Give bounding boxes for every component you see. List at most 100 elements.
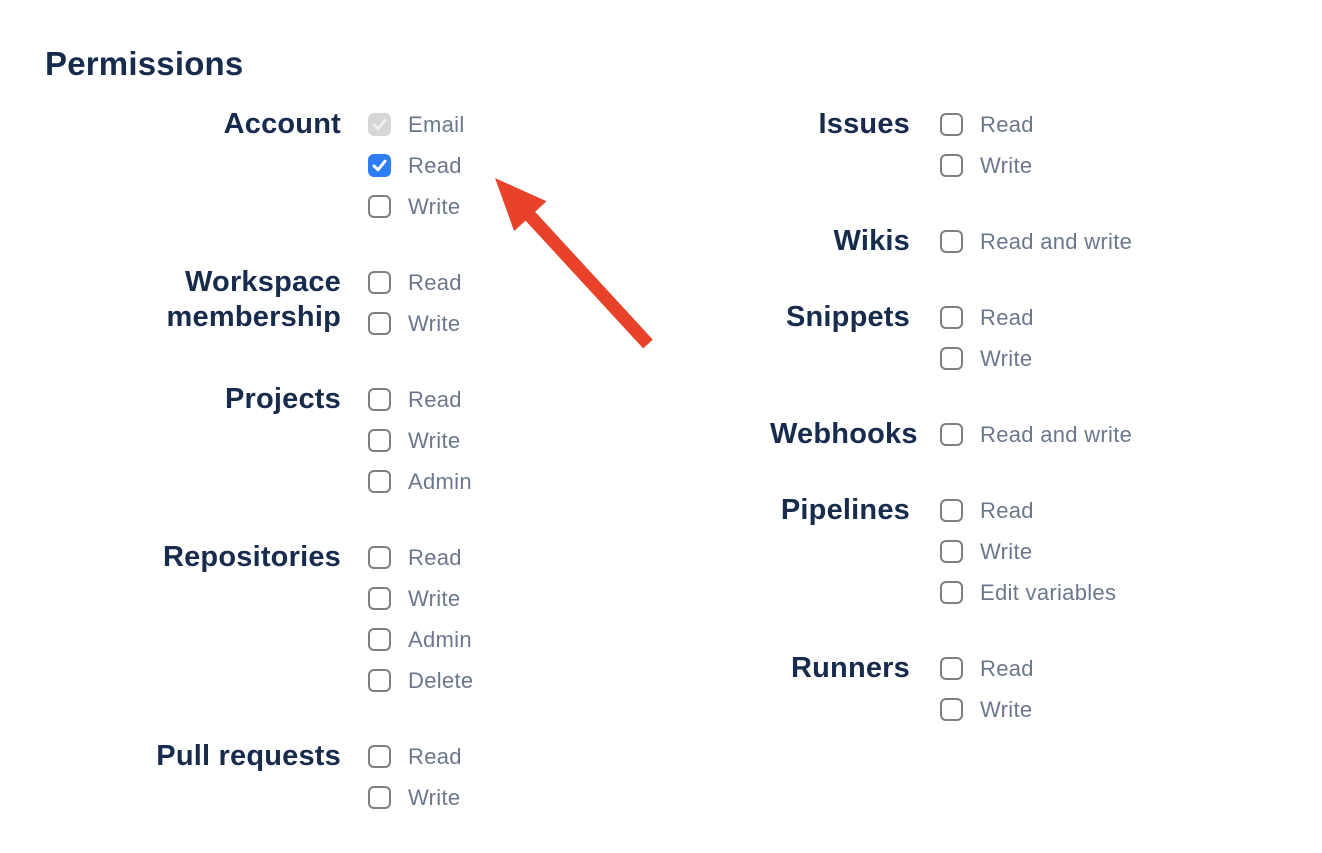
option-row-pipelines-read[interactable]: Read	[940, 490, 1116, 531]
group-label-repositories: Repositories	[162, 541, 341, 573]
checkbox-projects-admin[interactable]	[368, 470, 391, 493]
checkbox-repositories-read[interactable]	[368, 546, 391, 569]
option-row-pipelines-write[interactable]: Write	[940, 531, 1116, 572]
group-label-wikis: Wikis	[833, 225, 910, 257]
checkbox-account-read[interactable]	[368, 154, 391, 177]
option-row-account-write[interactable]: Write	[368, 186, 465, 227]
checkbox-pipelines-read[interactable]	[940, 499, 963, 522]
checkbox-label-runners-write[interactable]: Write	[980, 696, 1033, 722]
group-options-wikis: Read and write	[940, 221, 1132, 262]
checkbox-label-account-read[interactable]: Read	[408, 152, 462, 178]
checkbox-label-snippets-read[interactable]: Read	[980, 304, 1034, 330]
group-label-snippets: Snippets	[785, 301, 910, 333]
option-row-issues-write[interactable]: Write	[940, 145, 1034, 186]
checkbox-label-account-write[interactable]: Write	[408, 193, 461, 219]
checkbox-runners-write[interactable]	[940, 698, 963, 721]
checkbox-label-workspace-membership-read[interactable]: Read	[408, 269, 462, 295]
checkbox-label-issues-write[interactable]: Write	[980, 152, 1033, 178]
checkbox-issues-write[interactable]	[940, 154, 963, 177]
checkbox-label-repositories-admin[interactable]: Admin	[408, 626, 472, 652]
checkbox-label-snippets-write[interactable]: Write	[980, 345, 1033, 371]
checkbox-issues-read[interactable]	[940, 113, 963, 136]
checkbox-snippets-write[interactable]	[940, 347, 963, 370]
option-row-account-read[interactable]: Read	[368, 145, 465, 186]
checkbox-label-runners-read[interactable]: Read	[980, 655, 1034, 681]
checkbox-repositories-admin[interactable]	[368, 628, 391, 651]
checkbox-label-repositories-write[interactable]: Write	[408, 585, 461, 611]
checkbox-projects-read[interactable]	[368, 388, 391, 411]
option-row-projects-read[interactable]: Read	[368, 379, 472, 420]
checkbox-label-projects-read[interactable]: Read	[408, 386, 462, 412]
option-row-projects-admin[interactable]: Admin	[368, 461, 472, 502]
checkbox-label-repositories-read[interactable]: Read	[408, 544, 462, 570]
option-row-account-email: Email	[368, 104, 465, 145]
option-row-wikis-read-and-write[interactable]: Read and write	[940, 221, 1132, 262]
checkbox-label-workspace-membership-write[interactable]: Write	[408, 310, 461, 336]
checkbox-label-pipelines-edit-variables[interactable]: Edit variables	[980, 579, 1117, 605]
checkbox-wikis-read-and-write[interactable]	[940, 230, 963, 253]
checkbox-label-account-email: Email	[408, 111, 465, 137]
option-row-repositories-read[interactable]: Read	[368, 537, 473, 578]
checkbox-repositories-write[interactable]	[368, 587, 391, 610]
checkbox-workspace-membership-read[interactable]	[368, 271, 391, 294]
option-row-repositories-write[interactable]: Write	[368, 578, 473, 619]
checkbox-label-pipelines-read[interactable]: Read	[980, 497, 1034, 523]
option-row-webhooks-read-and-write[interactable]: Read and write	[940, 414, 1132, 455]
checkbox-label-pipelines-write[interactable]: Write	[980, 538, 1033, 564]
group-label-workspace-membership: Workspace membership	[166, 266, 341, 333]
option-row-snippets-read[interactable]: Read	[940, 297, 1034, 338]
checkbox-repositories-delete[interactable]	[368, 669, 391, 692]
checkbox-label-projects-admin[interactable]: Admin	[408, 468, 472, 494]
checkbox-pull-requests-write[interactable]	[368, 786, 391, 809]
checkbox-label-repositories-delete[interactable]: Delete	[408, 667, 474, 693]
option-row-workspace-membership-read[interactable]: Read	[368, 262, 462, 303]
checkbox-pipelines-edit-variables[interactable]	[940, 581, 963, 604]
group-label-issues: Issues	[818, 108, 910, 140]
checkbox-snippets-read[interactable]	[940, 306, 963, 329]
checkbox-projects-write[interactable]	[368, 429, 391, 452]
option-row-snippets-write[interactable]: Write	[940, 338, 1034, 379]
checkbox-pipelines-write[interactable]	[940, 540, 963, 563]
option-row-runners-read[interactable]: Read	[940, 648, 1034, 689]
checkbox-label-wikis-read-and-write[interactable]: Read and write	[980, 228, 1133, 254]
option-row-runners-write[interactable]: Write	[940, 689, 1034, 730]
group-label-runners: Runners	[790, 652, 910, 684]
checkbox-workspace-membership-write[interactable]	[368, 312, 391, 335]
option-row-pipelines-edit-variables[interactable]: Edit variables	[940, 572, 1116, 613]
checkbox-label-issues-read[interactable]: Read	[980, 111, 1034, 137]
option-row-pull-requests-write[interactable]: Write	[368, 777, 462, 818]
option-row-pull-requests-read[interactable]: Read	[368, 736, 462, 777]
option-row-issues-read[interactable]: Read	[940, 104, 1034, 145]
option-row-workspace-membership-write[interactable]: Write	[368, 303, 462, 344]
checkbox-label-webhooks-read-and-write[interactable]: Read and write	[980, 421, 1133, 447]
checkbox-label-pull-requests-write[interactable]: Write	[408, 784, 461, 810]
option-row-projects-write[interactable]: Write	[368, 420, 472, 461]
group-label-pull-requests: Pull requests	[156, 740, 341, 772]
checkbox-runners-read[interactable]	[940, 657, 963, 680]
checkbox-pull-requests-read[interactable]	[368, 745, 391, 768]
group-label-projects: Projects	[224, 383, 341, 415]
option-row-repositories-delete[interactable]: Delete	[368, 660, 473, 701]
checkbox-label-projects-write[interactable]: Write	[408, 427, 461, 453]
checkbox-account-email	[368, 113, 391, 136]
checkbox-account-write[interactable]	[368, 195, 391, 218]
checkbox-label-pull-requests-read[interactable]: Read	[408, 743, 462, 769]
page-title: Permissions	[45, 45, 244, 82]
checkbox-webhooks-read-and-write[interactable]	[940, 423, 963, 446]
option-row-repositories-admin[interactable]: Admin	[368, 619, 473, 660]
permission-group-wikis: Wikis Read and write	[770, 221, 1132, 262]
